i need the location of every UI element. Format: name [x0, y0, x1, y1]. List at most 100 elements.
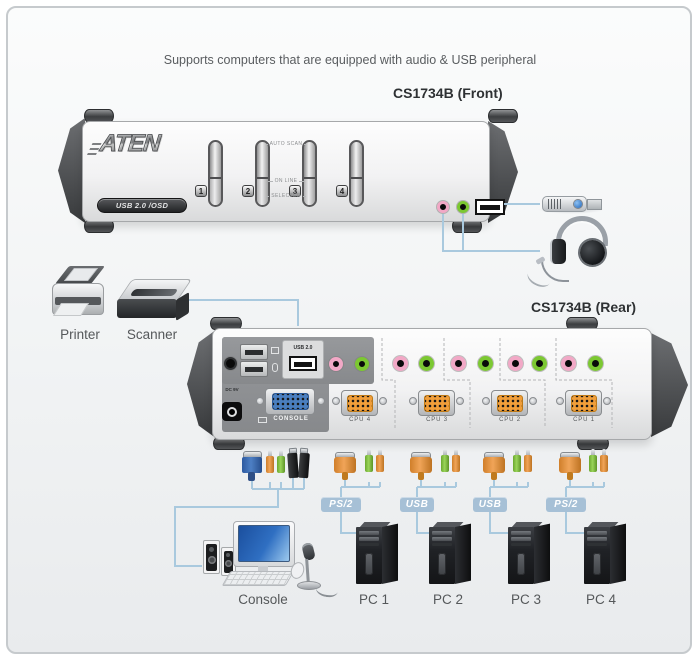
scanner-front: [117, 299, 177, 318]
port-number-2: 2: [242, 185, 254, 197]
port-number-4: 4: [336, 185, 348, 197]
connection-badge-ps2: PS/2: [546, 497, 586, 512]
console-keyboard: [221, 571, 295, 586]
cpu4-audio-jack: [419, 356, 434, 371]
monitor-neck: [258, 566, 268, 575]
cpu4-mic-jack: [393, 356, 408, 371]
cpu-audio-plug: [367, 449, 371, 456]
console-label: Console: [238, 592, 288, 607]
monitor-screen: [238, 525, 290, 562]
pc1-tower: [356, 521, 399, 585]
cpu3-mic-jack: [451, 356, 466, 371]
cpu-mic-plug: [602, 449, 606, 456]
pc3-label: PC 3: [510, 592, 541, 607]
diagram-note: Supports computers that are equipped wit…: [163, 53, 537, 67]
vga-screw: [332, 397, 340, 405]
cpu4-port-label: CPU 4: [349, 417, 371, 423]
vga-screw: [556, 397, 564, 405]
keyboard-icon: [271, 347, 279, 354]
pc2-tower: [429, 521, 472, 585]
vga-screw: [603, 397, 611, 405]
rear-usb20-port: [289, 356, 317, 371]
mouse-icon: [272, 363, 278, 372]
cpu2-port-label: CPU 2: [499, 417, 521, 423]
scanner-glass: [129, 289, 179, 296]
console-mic-plug: [268, 450, 272, 457]
console-speaker: [203, 540, 220, 574]
port-button-4: [349, 140, 364, 207]
indicator-selected: SELECTED: [266, 193, 306, 199]
front-audio-jack: [457, 201, 469, 213]
cpu3-vga-port: [418, 390, 455, 416]
headset-band: [556, 216, 608, 246]
cpu-mic-plug: [526, 449, 530, 456]
headset-left-cup: [550, 239, 566, 264]
headset: [556, 216, 608, 246]
pc2-label: PC 2: [432, 592, 463, 607]
console-vga-port: [265, 388, 315, 415]
cpu2-vga-port: [491, 390, 528, 416]
indicator-auto-scan: AUTO SCAN: [266, 141, 306, 147]
cpu2-audio-jack: [532, 356, 547, 371]
console-monitor: [233, 521, 295, 567]
port-button-2: [255, 140, 270, 207]
connection-badge-usb: USB: [473, 497, 507, 512]
keyboard-icon: [258, 417, 267, 423]
cpu4-vga-port: [341, 390, 378, 416]
cpu-audio-plug: [443, 449, 447, 456]
console-port-label: CONSOLE: [273, 416, 309, 422]
cpu-audio-plug: [515, 449, 519, 456]
console-usb-mouse-port: [240, 361, 268, 377]
cpu1-vga-port: [565, 390, 602, 416]
rear-view-title: CS1734B (Rear): [531, 299, 637, 315]
front-mic-jack: [437, 201, 449, 213]
vga-screw: [529, 397, 537, 405]
front-view-title: CS1734B (Front): [393, 85, 503, 101]
port-button-1: [208, 140, 223, 207]
cpu3-port-label: CPU 3: [426, 417, 448, 423]
vga-screw: [409, 397, 417, 405]
rear-audio-jack-black: [224, 357, 237, 370]
console-speaker: [221, 547, 236, 576]
cpu1-mic-jack: [561, 356, 576, 371]
usb20-port-label: USB 2.0: [293, 345, 313, 351]
port-button-3: [302, 140, 317, 207]
console-microphone-base: [297, 581, 321, 590]
console-mic-jack: [329, 357, 343, 371]
pc4-label: PC 4: [585, 592, 616, 607]
vga-screw: [256, 397, 264, 405]
usb-osd-badge: USB 2.0 /OSD: [97, 198, 187, 213]
pc3-tower: [508, 521, 551, 585]
usb-drive-grille: [548, 199, 561, 209]
headset-right-cup: [580, 240, 605, 265]
printer-label: Printer: [60, 327, 100, 342]
console-audio-jack: [355, 357, 369, 371]
console-usb-keyboard-port: [240, 344, 268, 360]
vga-screw: [482, 397, 490, 405]
vga-screw: [317, 397, 325, 405]
usb-drive-led: [574, 200, 582, 208]
cpu2-mic-jack: [508, 356, 523, 371]
dc-power-jack: [222, 402, 242, 421]
cpu-audio-plug: [591, 449, 595, 456]
pc4-tower: [584, 521, 627, 585]
cpu1-port-label: CPU 1: [573, 417, 595, 423]
cpu3-audio-jack: [478, 356, 493, 371]
vga-screw: [456, 397, 464, 405]
usb-drive-connector: [587, 199, 602, 210]
cpu-mic-plug: [454, 449, 458, 456]
vga-screw: [379, 397, 387, 405]
dc-power-label: DC 9V: [225, 387, 239, 392]
cpu1-audio-jack: [588, 356, 603, 371]
connection-badge-usb: USB: [400, 497, 434, 512]
scanner-label: Scanner: [126, 327, 178, 342]
console-audio-plug: [279, 450, 283, 457]
front-usb-port: [475, 199, 505, 215]
printer-slot: [55, 297, 101, 305]
cpu-mic-plug: [378, 449, 382, 456]
pc1-label: PC 1: [358, 592, 389, 607]
connection-badge-ps2: PS/2: [321, 497, 361, 512]
port-number-1: 1: [195, 185, 207, 197]
front-unit-foot: [488, 109, 518, 123]
